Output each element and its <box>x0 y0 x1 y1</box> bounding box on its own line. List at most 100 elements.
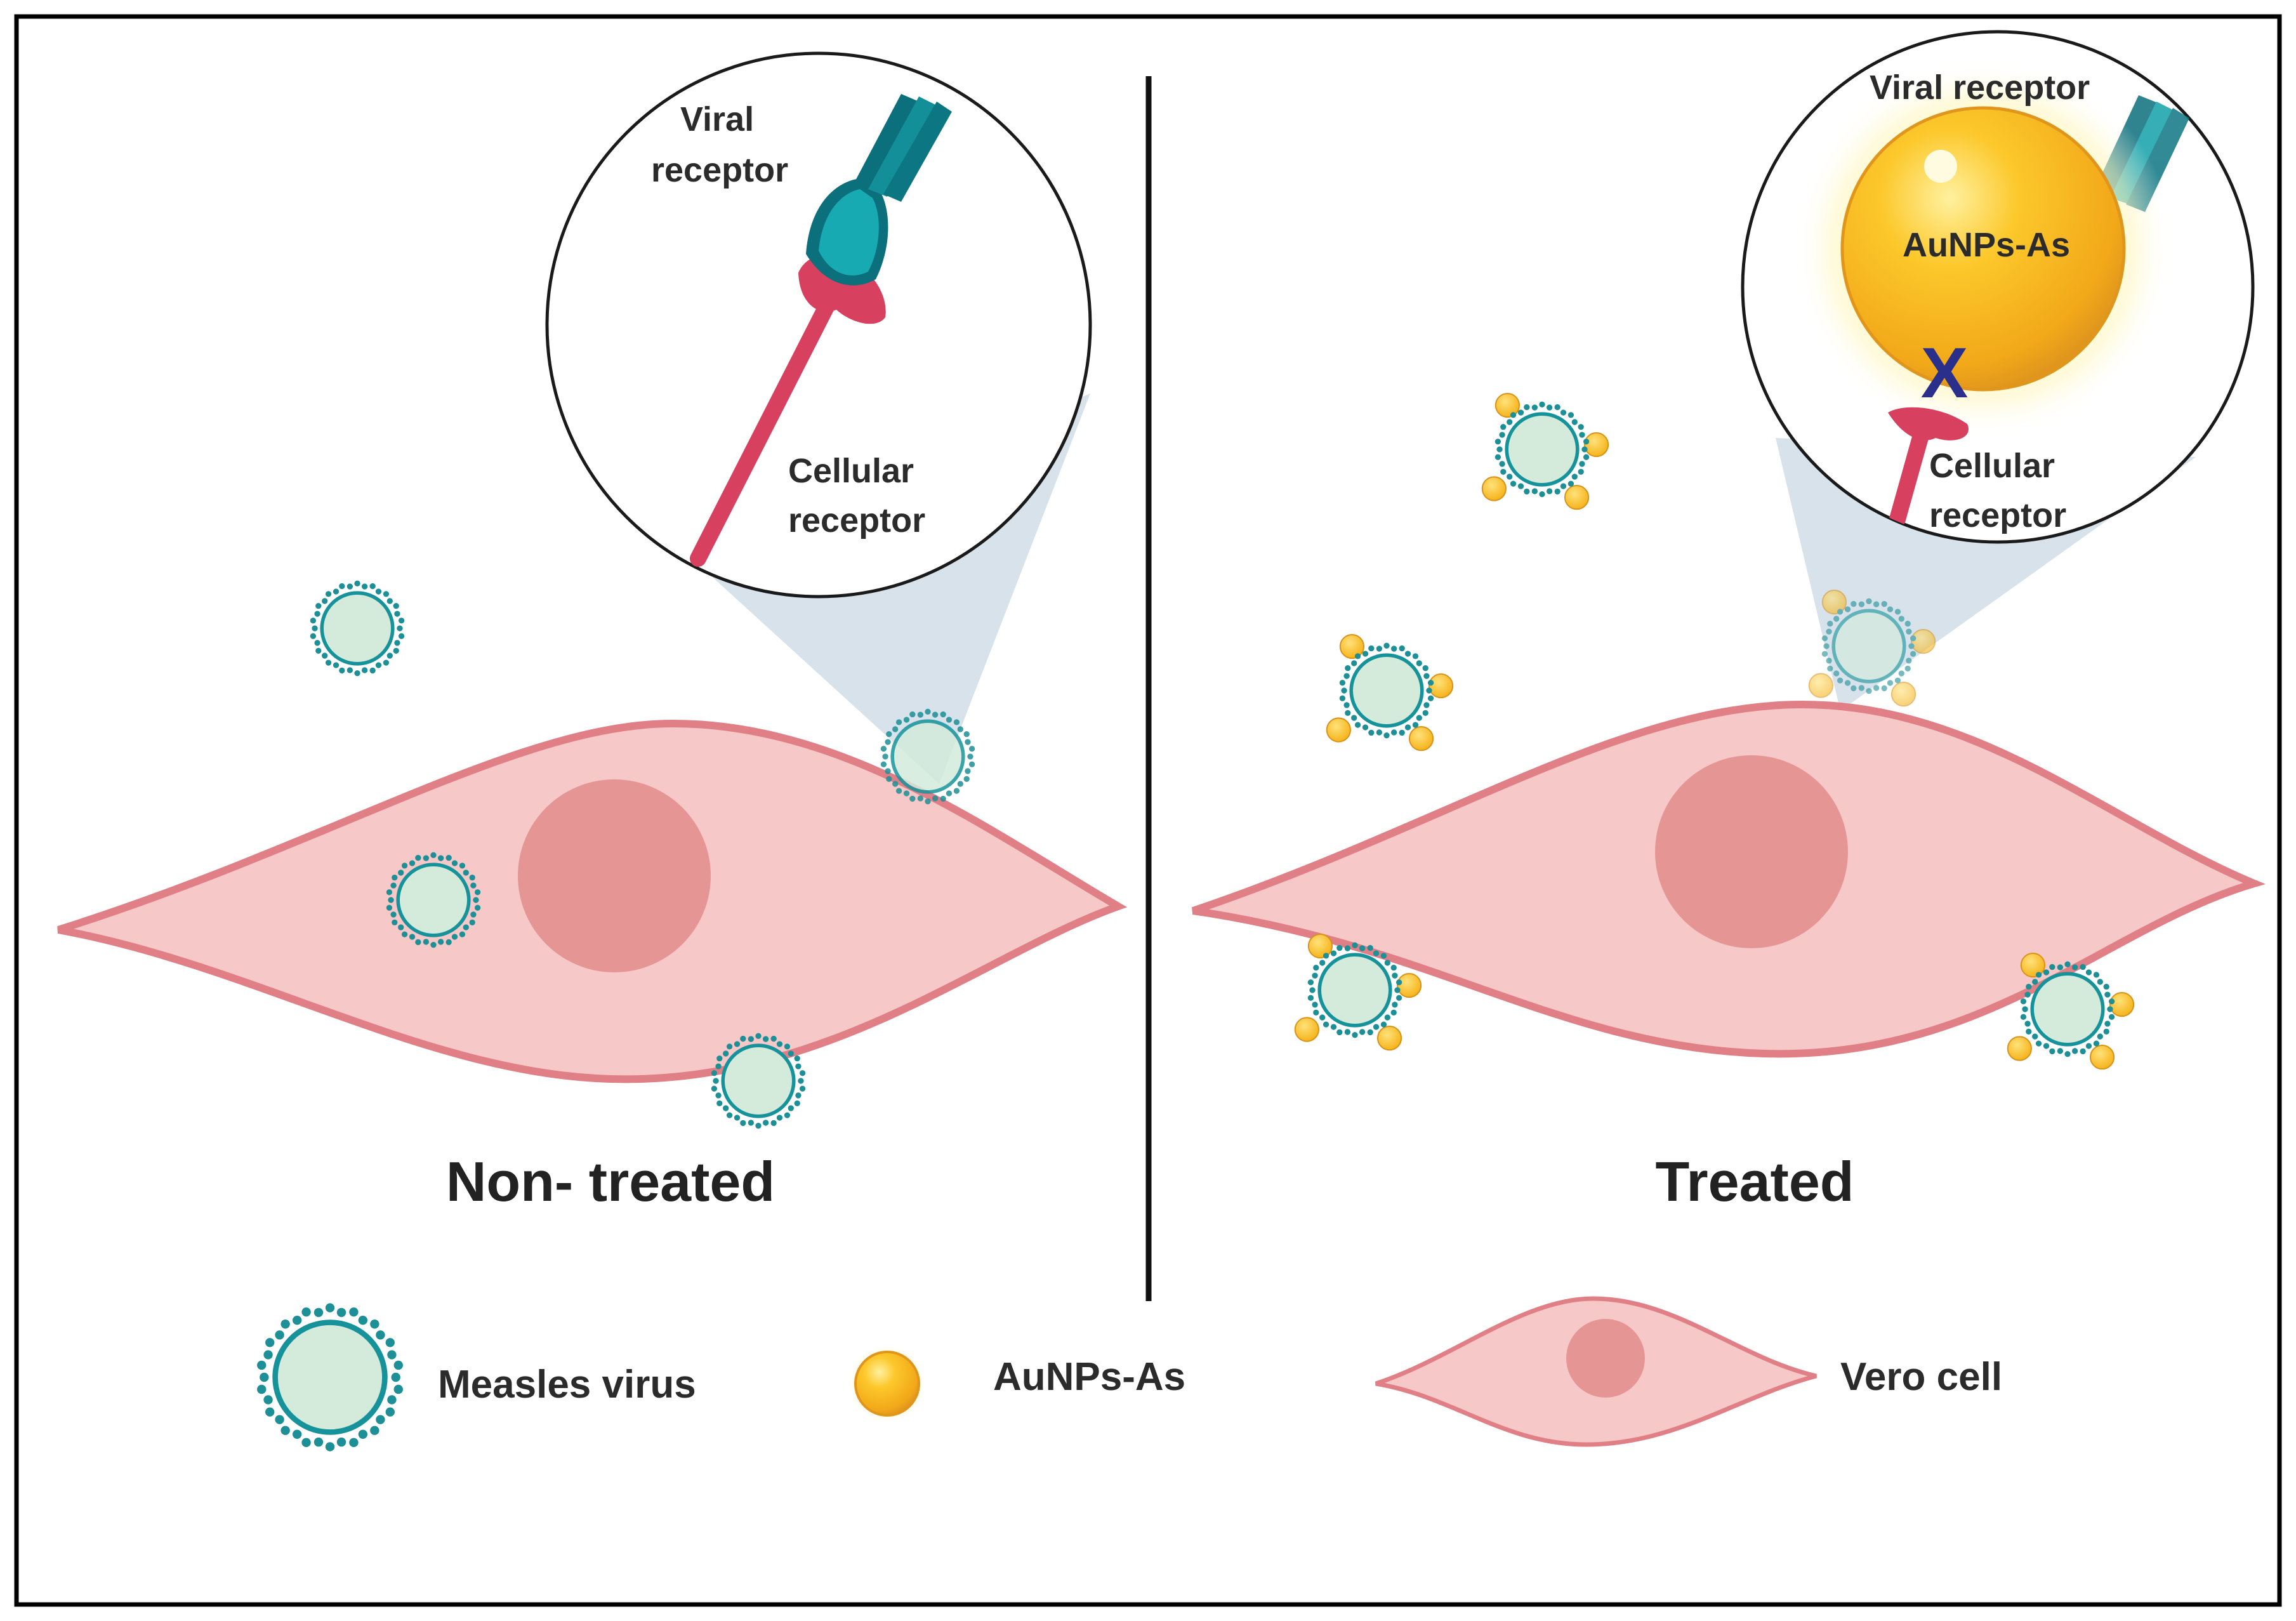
virus-spike <box>1373 950 1380 956</box>
virus-spike <box>799 1085 806 1092</box>
virus-spike <box>917 711 924 718</box>
virus-spike <box>784 1112 791 1118</box>
virus-spike <box>275 1330 284 1340</box>
virus-spike <box>1844 606 1851 612</box>
virus-spike <box>397 625 403 632</box>
viral-receptor-label-left-line2: receptor <box>651 151 788 189</box>
virus-spike <box>716 1055 723 1062</box>
virus-spike <box>469 875 475 881</box>
virus-spike <box>1858 601 1865 607</box>
virus-spike <box>1821 651 1828 657</box>
virus-spike <box>1823 643 1830 649</box>
virus-spike <box>1383 642 1390 649</box>
gold-nanoparticle <box>1294 1017 1319 1042</box>
virus-spike <box>1844 680 1851 686</box>
virus-spike <box>354 670 360 677</box>
virus-spike <box>339 667 345 674</box>
virus-spike <box>1881 600 1887 607</box>
virus-spike <box>1881 685 1887 692</box>
virus-spike <box>1392 1002 1398 1008</box>
virus-spike <box>1910 635 1917 642</box>
virus-spike <box>280 1426 290 1436</box>
virus-spike <box>1494 454 1501 460</box>
virus-spike <box>1339 695 1346 701</box>
virus-spike <box>1343 673 1350 679</box>
virus-spike <box>1307 979 1314 986</box>
virus-spike <box>1351 660 1357 666</box>
virus-spike <box>2097 979 2103 985</box>
gold-nanoparticle <box>1481 476 1507 501</box>
virus-spike <box>798 1078 804 1084</box>
virus-spike <box>715 1063 722 1069</box>
virus-spike <box>1906 628 1912 635</box>
virus-spike <box>784 1043 791 1050</box>
virus-spike <box>2071 1048 2078 1054</box>
virus-spike <box>358 1429 368 1439</box>
virus-spike <box>886 776 892 782</box>
virus-spike <box>882 753 888 760</box>
virus-spike <box>1319 1014 1326 1021</box>
virus-spike <box>437 939 444 945</box>
virus-spike <box>1336 1029 1343 1036</box>
virus-spike <box>1339 680 1346 686</box>
virus-spike <box>1341 687 1347 694</box>
virus-spike <box>1560 483 1567 489</box>
virus-spike <box>423 939 430 945</box>
nucleus-left <box>518 779 711 972</box>
virus-spike <box>925 798 931 805</box>
virus-spike <box>2071 964 2078 970</box>
virus-spike <box>1571 419 1578 425</box>
virus-spike <box>740 1120 746 1127</box>
virus-spike <box>963 731 970 738</box>
virus-spike <box>2032 1033 2038 1040</box>
virus-spike <box>1390 1009 1397 1016</box>
virus-envelope <box>272 1320 388 1435</box>
virus-spike <box>2035 972 2042 978</box>
virus-spike <box>794 1055 800 1062</box>
virus-spike <box>2085 969 2092 976</box>
virus-spike <box>1499 432 1505 438</box>
cellular-receptor-head-right <box>1888 407 1969 440</box>
virus-spike <box>1910 651 1917 657</box>
virus-spike <box>315 603 322 609</box>
measles-virus-icon <box>1481 392 1609 510</box>
virus-spike <box>361 583 368 590</box>
virus-spike <box>1351 715 1357 721</box>
virus-spike <box>776 1115 783 1121</box>
virus-spike <box>358 1316 368 1325</box>
virus-spike <box>260 1372 269 1382</box>
virus-spike <box>280 1319 290 1329</box>
virus-spike <box>1858 685 1865 691</box>
virus-spike <box>762 1036 769 1042</box>
virus-spike <box>1837 609 1844 615</box>
virus-spike <box>2020 1014 2027 1020</box>
virus-spike <box>463 870 469 876</box>
virus-spike <box>474 904 481 911</box>
virus-spike <box>2024 1021 2031 1027</box>
virus-spike <box>1343 702 1350 708</box>
virus-spike <box>474 889 481 896</box>
virus-spike <box>1507 419 1513 425</box>
virus-spike <box>2049 1048 2055 1055</box>
virus-spike <box>1423 673 1430 679</box>
virus-spike <box>1380 953 1387 959</box>
gold-nanoparticle <box>1428 673 1454 699</box>
virus-spike <box>423 855 430 861</box>
virus-spike <box>383 659 390 666</box>
virus-spike <box>1833 670 1840 677</box>
virus-spike <box>349 1438 359 1448</box>
virus-spike <box>376 1415 385 1424</box>
virus-spike <box>1336 944 1343 951</box>
virus-spike <box>776 1041 783 1047</box>
virus-spike <box>398 924 404 930</box>
virus-spike <box>292 1316 302 1325</box>
virus-spike <box>795 1092 802 1099</box>
virus-spike <box>1571 473 1578 480</box>
virus-spike <box>354 580 360 586</box>
virus-spike <box>1578 424 1584 430</box>
virus-spike <box>257 1384 267 1394</box>
virus-spike <box>968 761 975 767</box>
virus-spike <box>386 598 393 604</box>
virus-spike <box>1904 621 1911 627</box>
